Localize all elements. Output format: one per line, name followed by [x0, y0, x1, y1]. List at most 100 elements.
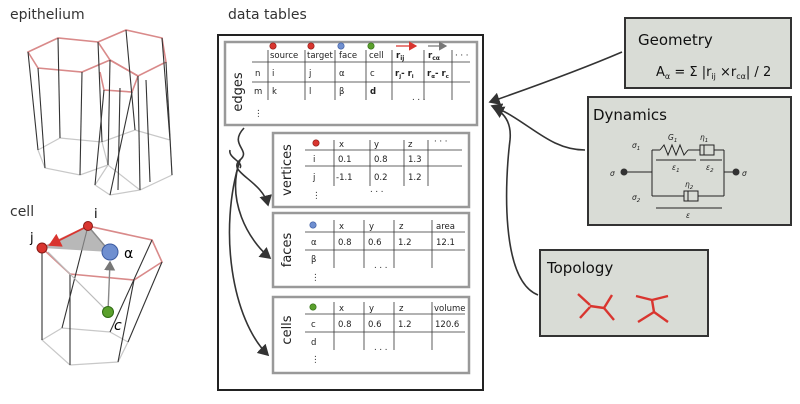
model-arrows [488, 51, 623, 296]
edges-row0-target: j [308, 69, 311, 79]
edges-row1-index: m [254, 87, 262, 97]
faces-header-y: y [369, 222, 374, 232]
dynamics-eps: ε [686, 211, 690, 220]
edges-table-title: edges [231, 72, 246, 112]
vertices-row0-z: 1.3 [408, 155, 422, 165]
edges-row1-cell: d [370, 87, 376, 97]
vertices-more-rows: ⋮ [312, 191, 321, 201]
edges-row0-source: i [272, 69, 274, 79]
faces-row0-x: 0.8 [338, 238, 352, 248]
cells-table: cells x y z volume c 0.8 0.6 1.2 120.6 d… [271, 295, 471, 375]
edges-row1-face: β [339, 87, 344, 97]
dynamics-title: Dynamics [593, 106, 667, 124]
faces-table-title: faces [280, 233, 295, 268]
edges-row0-rij: rj- ri [395, 69, 414, 80]
cells-row0-y: 0.6 [368, 320, 382, 330]
vertices-header-y: y [374, 140, 379, 150]
vertex-i-label: i [94, 207, 98, 222]
vertices-row1-y: 0.2 [374, 173, 388, 183]
vertices-header-x: x [339, 140, 344, 150]
edges-header-cell: cell [369, 51, 384, 61]
geometry-box: Geometry Aα = Σ |rij ×rcα| / 2 [624, 17, 792, 89]
topology-box: Topology [539, 249, 709, 337]
vertices-header-z: z [408, 140, 413, 150]
faces-row0-y: 0.6 [368, 238, 382, 248]
dynamics-sigma2: σ2 [632, 193, 641, 204]
edges-row1-ellipsis: . . . [412, 93, 426, 103]
faces-row0-index: α [311, 238, 317, 248]
vertices-row1-z: 1.2 [408, 173, 422, 183]
vertices-header-more: · · · [434, 137, 448, 147]
cells-table-title: cells [280, 315, 295, 344]
edges-row0-index: n [255, 69, 260, 79]
faces-header-z: z [399, 222, 404, 232]
cell-c-label: c [114, 318, 122, 334]
face-alpha-label: α [124, 246, 133, 262]
edges-header-rca: rcα [428, 51, 440, 62]
faces-row0-area: 12.1 [436, 238, 455, 248]
terminal-right [732, 168, 740, 176]
dynamics-box: Dynamics G1 η1 σ1 σ2 ε1 ε2 η2 [587, 96, 792, 226]
edges-row0-face: α [339, 69, 345, 79]
epithelium-label: epithelium [10, 7, 85, 23]
vertex-j-label: j [29, 231, 34, 246]
dynamics-sigma-right: σ [742, 169, 747, 178]
faces-more-rows: ⋮ [311, 273, 320, 283]
cell-drawing [40, 225, 164, 366]
dynamics-sigma-left: σ [610, 169, 615, 178]
edges-header-source: source [270, 51, 298, 61]
edges-row1-source: k [272, 87, 277, 97]
geometry-title: Geometry [638, 31, 713, 49]
cells-ellipsis: . . . [374, 343, 388, 353]
data-tables-label: data tables [228, 7, 307, 23]
faces-header-area: area [436, 222, 455, 232]
cell-label: cell [10, 204, 34, 220]
cell-centroid-marker [102, 306, 114, 318]
dynamics-eta2: η2 [685, 180, 694, 191]
edges-more-rows: ⋮ [254, 109, 263, 119]
vertices-table: vertices x y z · · · i 0.1 0.8 1.3 j -1.… [271, 131, 471, 209]
edges-header-more: · · · [455, 51, 469, 61]
cells-row0-index: c [311, 320, 316, 330]
cells-row1-index: d [311, 338, 316, 348]
edges-row0-cell: c [370, 69, 375, 79]
faces-ellipsis: . . . [374, 261, 388, 271]
edges-table: edges source target face cell rij rcα · … [223, 40, 479, 127]
cells-row0-volume: 120.6 [435, 320, 459, 330]
face-centroid-marker [101, 243, 119, 261]
topology-t1-before [577, 293, 615, 321]
vertex-i-marker [83, 221, 93, 231]
vertices-table-title: vertices [280, 144, 295, 196]
faces-row1-index: β [311, 255, 316, 265]
cells-header-y: y [369, 304, 374, 314]
vertices-ellipsis: . . . [370, 185, 384, 195]
cells-header-x: x [339, 304, 344, 314]
rheology-circuit [624, 143, 736, 209]
cells-header-volume: volume [434, 304, 466, 314]
edges-header-rij: rij [396, 51, 404, 62]
faces-header-x: x [339, 222, 344, 232]
faces-table: faces x y z area α 0.8 0.6 1.2 12.1 β . … [271, 211, 471, 289]
cells-more-rows: ⋮ [311, 355, 320, 365]
dynamics-eta1: η1 [700, 133, 708, 144]
vertices-row0-y: 0.8 [374, 155, 388, 165]
cells-row0-z: 1.2 [398, 320, 412, 330]
epithelium-drawing [26, 29, 173, 196]
cells-header-z: z [399, 304, 404, 314]
vertices-row0-index: i [313, 155, 315, 165]
vertices-row1-x: -1.1 [336, 173, 353, 183]
edges-header-target: target [307, 51, 334, 61]
geometry-formula: Aα = Σ |rij ×rcα| / 2 [656, 65, 771, 81]
dynamics-eps2: ε2 [706, 163, 714, 174]
topology-t1-after [635, 294, 669, 324]
topology-title: Topology [546, 259, 613, 277]
dynamics-eps1: ε1 [672, 163, 680, 174]
faces-row0-z: 1.2 [398, 238, 412, 248]
vertex-j-marker [36, 242, 48, 254]
edges-row0-rca: rα- rc [427, 69, 449, 80]
edges-header-face: face [339, 51, 357, 61]
dynamics-sigma1: σ1 [632, 141, 640, 152]
cells-row0-x: 0.8 [338, 320, 352, 330]
vertices-row1-index: j [312, 173, 315, 183]
